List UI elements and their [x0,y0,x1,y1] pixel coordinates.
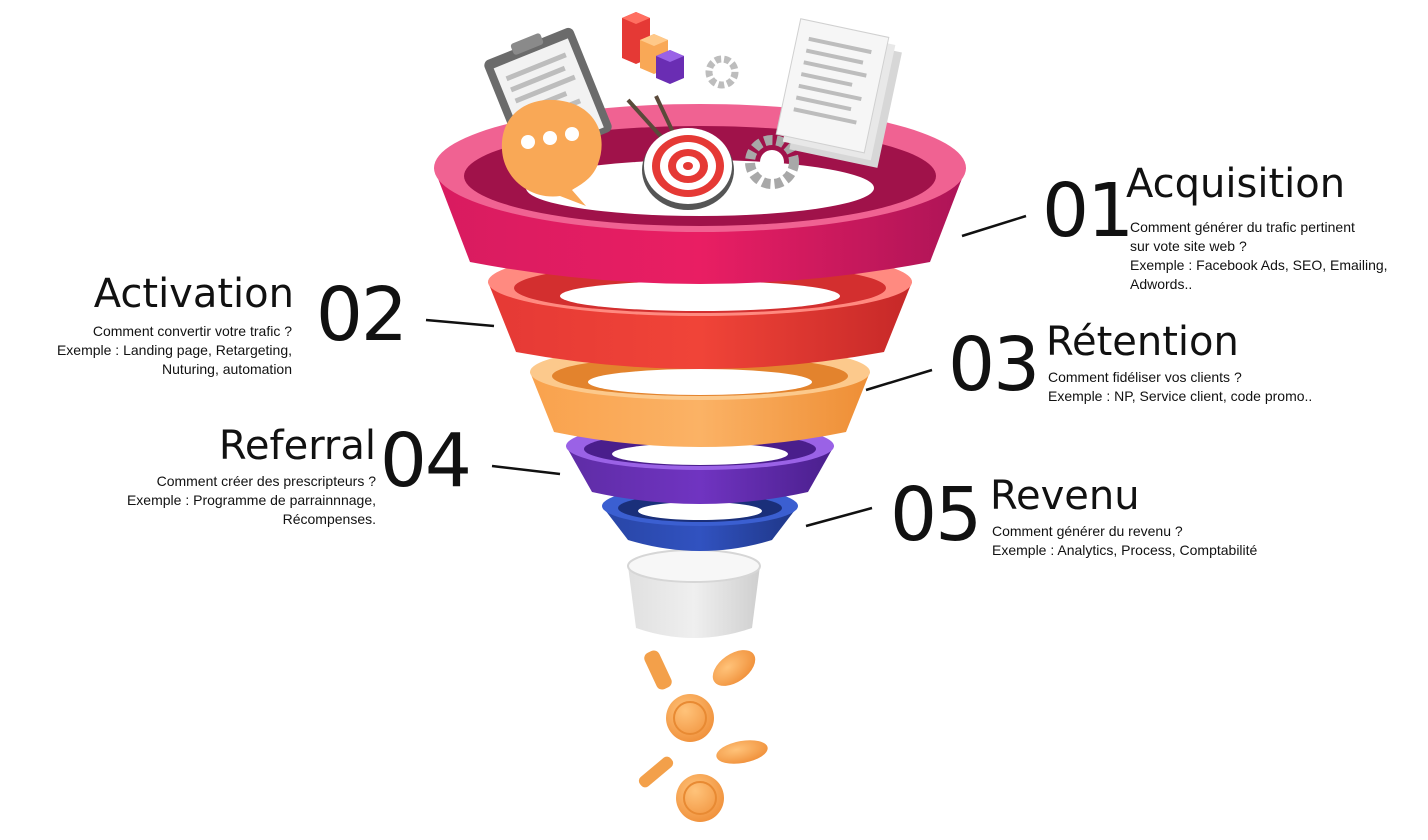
coin-icon [676,774,724,822]
stage-number: 02 [315,272,408,358]
connector-activation [425,318,495,328]
funnel-spout [627,549,761,638]
stage-description: Comment convertir votre trafic ? Exemple… [57,322,292,379]
coin-icon [638,756,674,788]
bar-chart-icon [622,12,684,84]
coin-icon [644,650,672,690]
stage-number: 04 [379,418,472,504]
description-line: Comment fidéliser vos clients ? [1048,369,1242,385]
target-icon [626,95,734,210]
coin-icon [666,694,714,742]
stage-activation: Activation 02 Comment convertir votre tr… [20,270,408,390]
connector-acquisition [961,214,1027,238]
documents-icon [775,18,902,168]
description-line: sur vote site web ? [1130,238,1247,254]
gear-icon [745,135,799,189]
description-line: Comment convertir votre trafic ? [92,323,292,339]
description-line: Exemple : Analytics, Process, Comptabili… [992,542,1258,558]
coin-icon [716,740,768,764]
description-line: Exemple : Landing page, Retargeting, [56,342,292,358]
stage-title: Referral [218,423,376,469]
description-line: Exemple : Facebook Ads, SEO, Emailing, [1130,257,1388,273]
stage-description: Comment générer du trafic pertinent sur … [1130,218,1388,294]
stage-title: Acquisition [1126,161,1346,207]
description-line: Comment générer du trafic pertinent [1130,219,1355,235]
description-line: Adwords.. [1130,276,1193,292]
stage-description: Comment créer des prescripteurs ? Exempl… [127,472,376,529]
stage-title: Activation [93,271,294,317]
stage-number: 01 [1042,168,1134,254]
speech-bubble-icon [501,99,602,206]
connector-referral [491,464,561,476]
connector-retention [865,368,933,392]
gear-icon [705,55,739,89]
stage-referral: Referral 04 Comment créer des prescripte… [60,418,472,530]
description-line: Exemple : Programme de parrainnnage, [126,492,376,508]
stage-number: 05 [890,472,982,558]
stage-title: Rétention [1046,319,1239,365]
description-line: Comment créer des prescripteurs ? [156,473,376,489]
description-line: Exemple : NP, Service client, code promo… [1048,388,1313,404]
description-line: Récompenses. [282,511,376,527]
coin-icon [712,650,756,686]
stage-description: Comment générer du revenu ? Exemple : An… [992,522,1257,560]
stage-description: Comment fidéliser vos clients ? Exemple … [1048,368,1312,406]
stage-title: Revenu [990,473,1140,519]
description-line: Comment générer du revenu ? [992,523,1183,539]
connector-revenu [805,506,873,528]
stage-number: 03 [948,322,1040,408]
description-line: Nuturing, automation [162,361,292,377]
